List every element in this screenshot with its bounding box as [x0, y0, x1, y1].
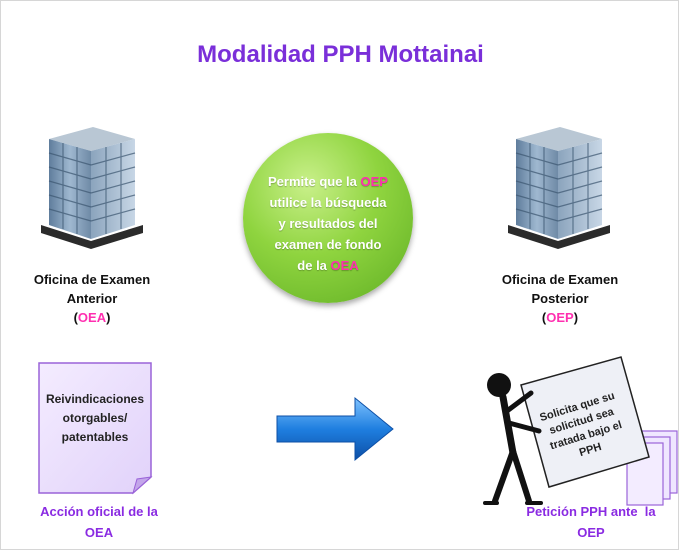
circle-line3: y resultados del — [278, 216, 378, 231]
circle-line1-prefix: Permite que la — [268, 174, 361, 189]
slide-title: Modalidad PPH Mottainai — [197, 41, 484, 68]
left-caption-line2: OEA — [84, 525, 114, 540]
left-caption: Acción oficial de la OEA — [9, 501, 189, 543]
circle-line5-prefix: de la — [297, 258, 331, 273]
right-arrow-icon — [276, 396, 394, 462]
document-line1: Reivindicaciones — [45, 392, 145, 406]
right-caption-line2: OEP — [577, 525, 605, 540]
document-text: Reivindicaciones otorgables/ patentables — [41, 390, 149, 447]
left-building-icon — [41, 127, 143, 249]
right-paren-open: ( — [541, 310, 547, 325]
circle-line5-highlight: OEA — [330, 258, 359, 273]
right-building-icon — [508, 127, 610, 249]
right-office-line1: Oficina de Examen — [501, 272, 619, 287]
document-line2: otorgables/ — [62, 411, 128, 425]
left-paren-open: ( — [73, 310, 78, 325]
left-office-line1: Oficina de Examen — [33, 272, 151, 287]
green-circle — [243, 133, 413, 303]
left-office-label: Oficina de Examen Anterior (OEA) — [7, 270, 177, 327]
right-office-code: OEP — [546, 310, 574, 325]
right-office-code-line: (OEP) — [475, 308, 645, 327]
right-caption: Petición PPH ante la OEP — [506, 501, 676, 543]
document-line3: patentables — [61, 430, 129, 444]
circle-text: Permite que la OEP utilice la búsqueda y… — [248, 171, 408, 276]
left-paren-close: ) — [106, 310, 111, 325]
right-office-label: Oficina de Examen Posterior (OEP) — [475, 270, 645, 327]
circle-line5: de la OEA — [248, 255, 408, 276]
right-paren-close: ) — [573, 310, 579, 325]
left-caption-line1: Acción oficial de la — [40, 504, 158, 519]
document-icon — [38, 362, 153, 495]
left-office-line2: Anterior — [66, 291, 118, 306]
left-office-code-line: (OEA) — [7, 308, 177, 327]
circle-line1: Permite que la OEP — [248, 171, 408, 192]
circle-line1-highlight: OEP — [360, 174, 388, 189]
stick-figure-with-sign — [483, 356, 678, 506]
left-office-code: OEA — [77, 310, 107, 325]
circle-line4: examen de fondo — [274, 237, 382, 252]
right-caption-line1: Petición PPH ante la — [526, 504, 656, 519]
circle-line2: utilice la búsqueda — [269, 195, 387, 210]
right-office-line2: Posterior — [531, 291, 589, 306]
